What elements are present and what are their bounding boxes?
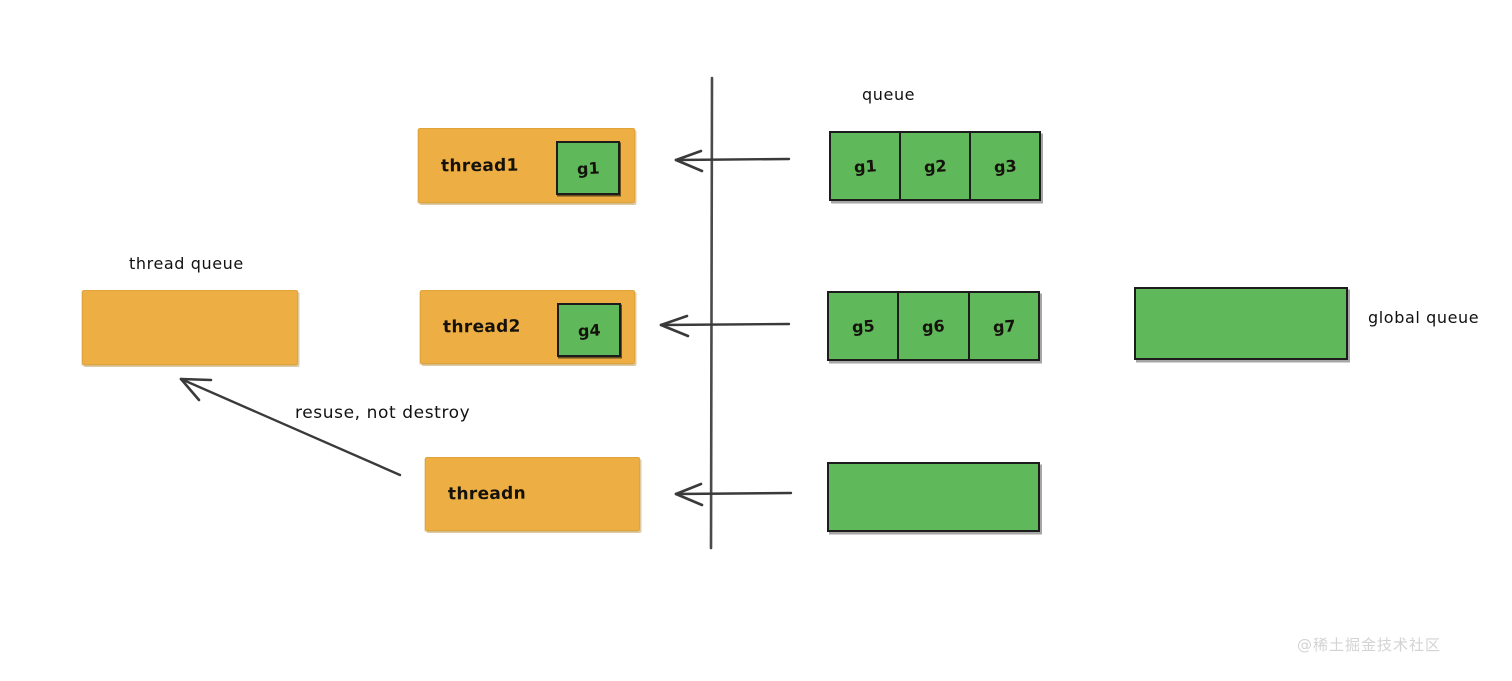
watermark: @稀土掘金技术社区 [1297, 636, 1442, 654]
vertical-divider-line [709, 76, 714, 550]
queue-cell-label: g3 [993, 155, 1017, 177]
queue-cell: g2 [901, 133, 971, 199]
arrow-queue-to-thread1 [674, 149, 791, 173]
queue-cell-label: g5 [851, 315, 876, 337]
queue-cell: g1 [831, 133, 901, 199]
queue-cell: g5 [829, 293, 900, 359]
queue-cell-label: g6 [921, 315, 946, 337]
arrow-queue-to-thread2 [659, 314, 791, 338]
arrow-reuse-to-thread-queue [179, 377, 402, 477]
goroutine-chip-g4-label: g4 [577, 319, 601, 341]
thread-box-threadn: threadn [425, 457, 640, 531]
goroutine-chip-g1: g1 [556, 141, 620, 195]
goroutine-chip-g4: g4 [557, 303, 621, 357]
queue-cell-label: g1 [853, 155, 877, 177]
global-queue-box [1134, 287, 1348, 360]
global-queue-label: global queue [1368, 308, 1480, 327]
thread-queue-label: thread queue [129, 254, 244, 273]
queue-cell: g6 [899, 293, 970, 359]
queue-strip-2: g5 g6 g7 [827, 291, 1040, 361]
queue-strip-3 [827, 462, 1040, 532]
queue-strip-1: g1 g2 g3 [829, 131, 1041, 201]
goroutine-chip-g1-label: g1 [576, 157, 600, 179]
thread-label-thread2: thread2 [442, 316, 521, 338]
arrow-queue-to-threadn [674, 482, 793, 507]
queue-label: queue [862, 85, 916, 104]
thread-queue-box [82, 290, 298, 365]
thread-label-threadn: threadn [447, 483, 527, 505]
queue-cell: g3 [971, 133, 1039, 199]
reuse-note-label: resuse, not destroy [295, 403, 471, 423]
queue-cell-label: g7 [991, 315, 1016, 337]
thread-label-thread1: thread1 [440, 155, 519, 176]
thread-box-thread2: thread2 g4 [420, 290, 635, 364]
thread-box-thread1: thread1 g1 [418, 128, 635, 203]
queue-cell: g7 [970, 293, 1038, 359]
queue-cell-label: g2 [923, 155, 947, 177]
